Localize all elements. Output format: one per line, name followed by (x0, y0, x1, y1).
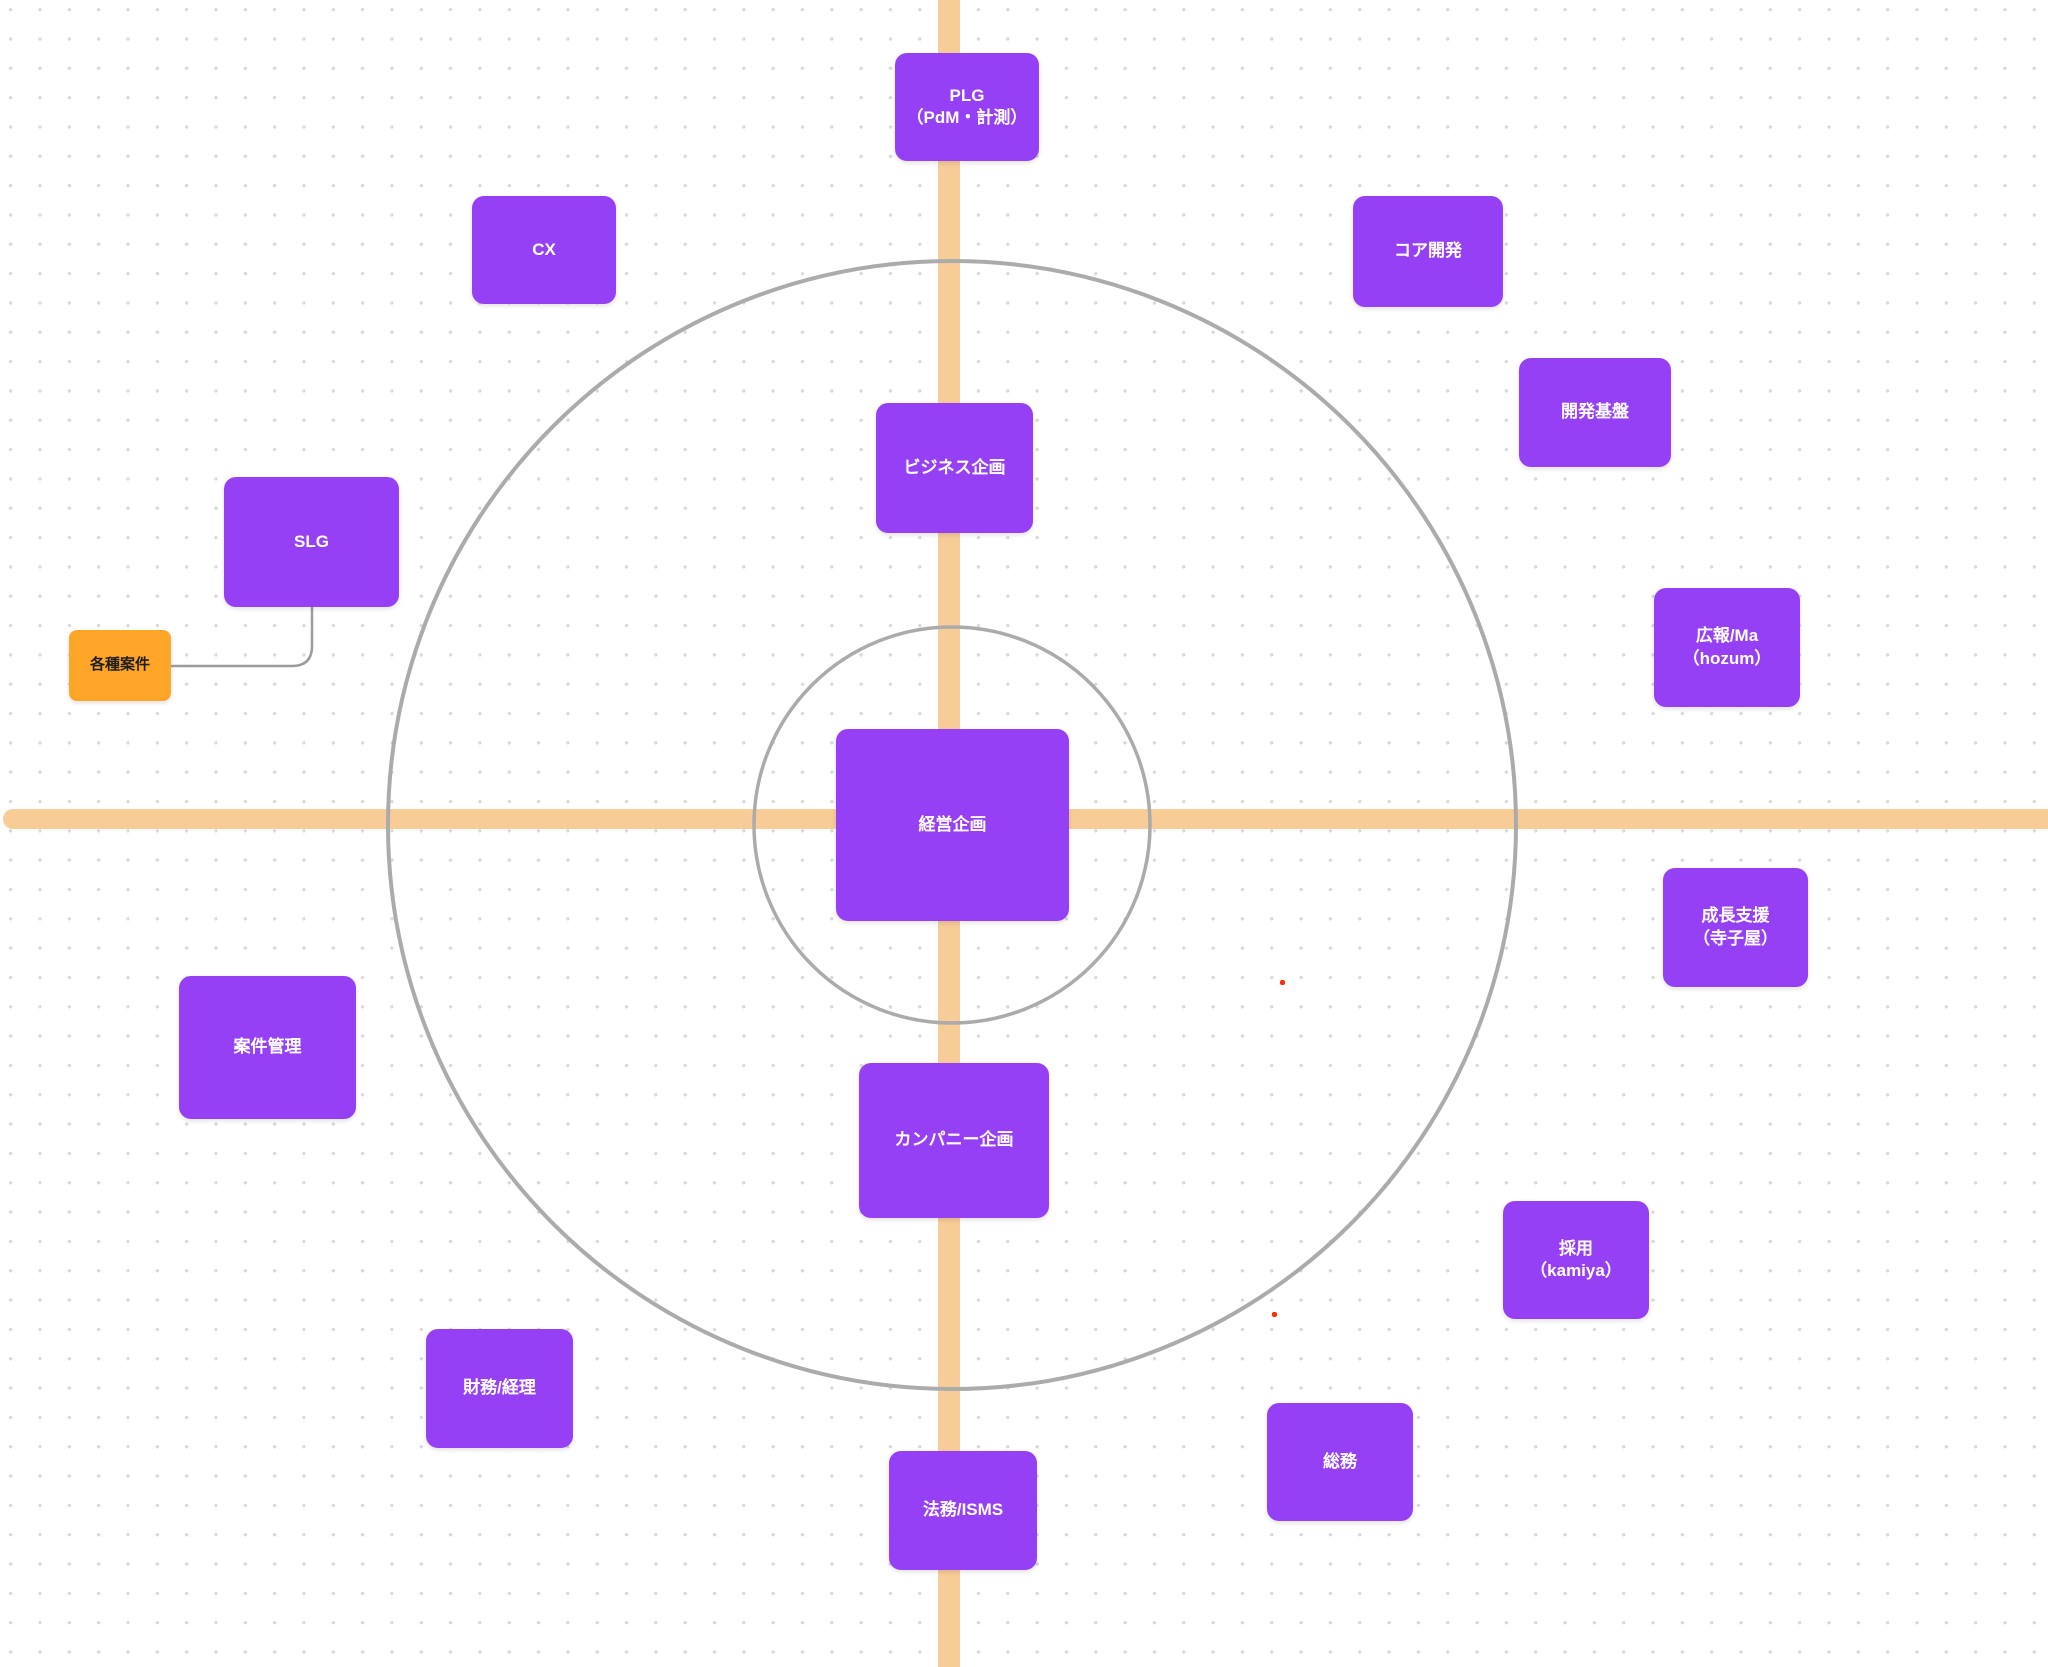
red-dot-marker (1272, 1312, 1277, 1317)
node-label: 財務/経理 (463, 1378, 536, 1398)
node-label: CX (532, 239, 556, 259)
node-case-management[interactable]: 案件管理 (179, 976, 356, 1119)
node-label: 総務 (1323, 1451, 1357, 1471)
node-management-planning[interactable]: 経営企画 (836, 729, 1069, 921)
node-finance-accounting[interactable]: 財務/経理 (426, 1329, 573, 1448)
node-label: コア開発 (1394, 241, 1462, 261)
node-label: PLG （PdM・計測） (906, 85, 1028, 127)
red-dot-marker (1280, 980, 1285, 985)
node-core-dev[interactable]: コア開発 (1353, 196, 1503, 307)
node-label: 法務/ISMS (922, 1500, 1004, 1520)
node-label: 採用 （kamiya） (1530, 1238, 1622, 1280)
node-plg[interactable]: PLG （PdM・計測） (895, 53, 1039, 161)
node-legal-isms[interactable]: 法務/ISMS (889, 1451, 1037, 1570)
node-cx[interactable]: CX (472, 196, 616, 304)
node-label: 経営企画 (918, 814, 987, 834)
node-label: ビジネス企画 (903, 457, 1006, 477)
node-label: 広報/Ma （hozum） (1682, 626, 1772, 668)
node-label: 案件管理 (233, 1037, 302, 1057)
orbit-inner-circle[interactable] (752, 625, 1152, 1025)
node-label: 成長支援 （寺子屋） (1693, 906, 1778, 948)
node-dev-platform[interactable]: 開発基盤 (1519, 358, 1671, 467)
note-label: 各種案件 (89, 656, 150, 674)
node-label: カンパニー企画 (894, 1130, 1014, 1150)
note-kakushu-anken[interactable]: 各種案件 (69, 630, 171, 701)
node-pr-ma[interactable]: 広報/Ma （hozum） (1654, 588, 1800, 707)
node-company-planning[interactable]: カンパニー企画 (859, 1063, 1049, 1218)
node-growth-support[interactable]: 成長支援 （寺子屋） (1663, 868, 1808, 987)
node-recruitment[interactable]: 採用 （kamiya） (1503, 1201, 1649, 1319)
orbit-outer-circle[interactable] (386, 259, 1518, 1391)
node-general-affairs[interactable]: 総務 (1267, 1403, 1413, 1521)
node-label: SLG (294, 531, 329, 551)
connector-slg-to-note[interactable] (169, 605, 314, 668)
node-slg[interactable]: SLG (224, 477, 399, 607)
node-label: 開発基盤 (1561, 402, 1629, 422)
node-business-planning[interactable]: ビジネス企画 (876, 403, 1033, 533)
